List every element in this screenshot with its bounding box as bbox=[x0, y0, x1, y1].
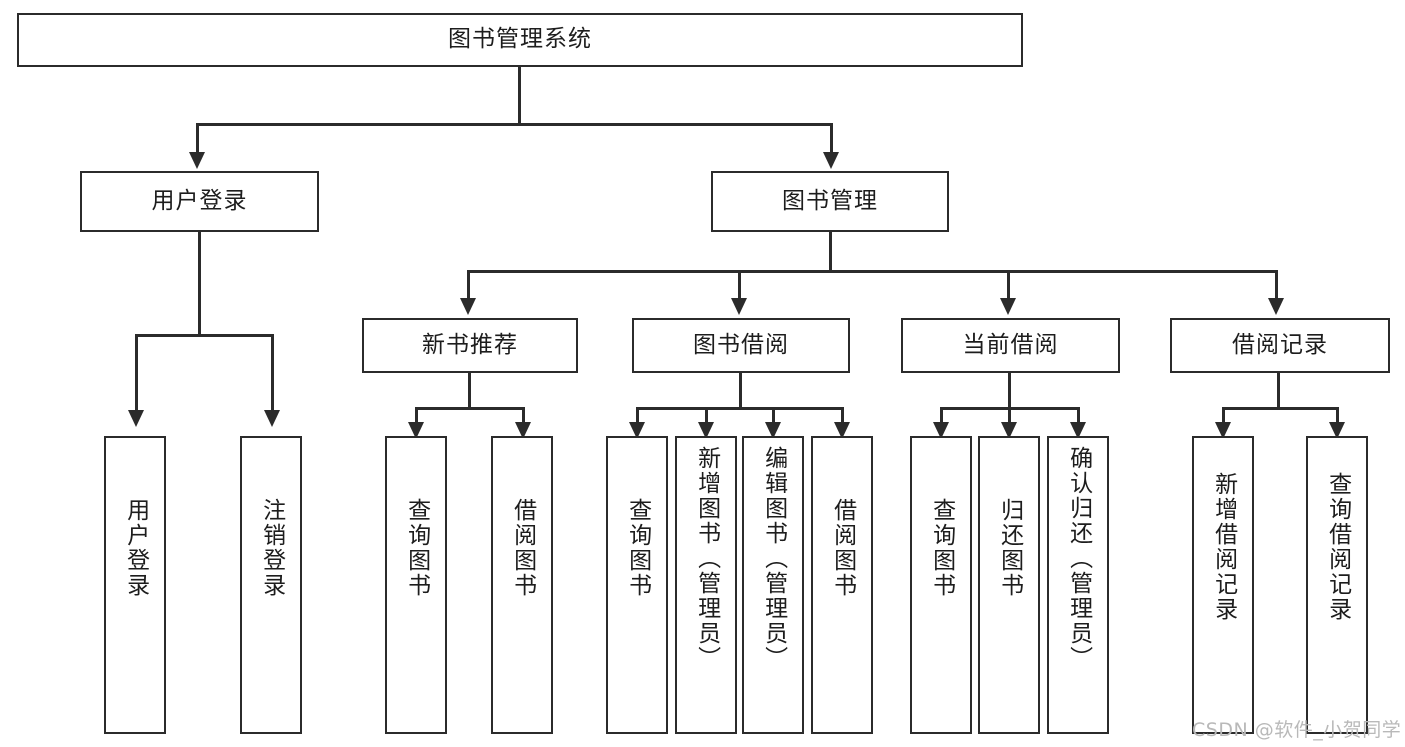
node-label: 当前借阅 bbox=[962, 331, 1059, 358]
connector-root-stem bbox=[518, 67, 521, 123]
node-leaf-borrow-book-1[interactable]: 借阅图书 bbox=[491, 436, 553, 734]
connector-bm-to-new-book bbox=[467, 270, 470, 299]
csdn-watermark: CSDN @软件_小贺同学 bbox=[1192, 719, 1402, 741]
node-label: 借阅记录 bbox=[1232, 331, 1328, 358]
node-leaf-confirm-return[interactable]: 确认归还（管理员） bbox=[1047, 436, 1109, 734]
connector-new-book-stem bbox=[468, 373, 471, 409]
node-leaf-query-record[interactable]: 查询借阅记录 bbox=[1306, 436, 1368, 734]
connector-current-borrow-leaf-2 bbox=[1008, 407, 1011, 425]
node-label: 确认归还（管理员） bbox=[1065, 446, 1092, 671]
connector-book-borrow-leaf-4 bbox=[841, 407, 844, 425]
connector-current-borrow-stem bbox=[1008, 373, 1011, 409]
node-book-management-system[interactable]: 图书管理系统 bbox=[17, 13, 1023, 67]
connector-user-login-to-leaf-2 bbox=[271, 334, 274, 411]
node-borrow-record[interactable]: 借阅记录 bbox=[1170, 318, 1390, 373]
connector-bm-to-borrow-record bbox=[1275, 270, 1278, 299]
node-leaf-user-login[interactable]: 用户登录 bbox=[104, 436, 166, 734]
node-label: 新书推荐 bbox=[422, 331, 518, 358]
connector-current-borrow-leaf-3 bbox=[1077, 407, 1080, 425]
node-leaf-edit-book[interactable]: 编辑图书（管理员） bbox=[742, 436, 804, 734]
node-label: 用户登录 bbox=[151, 187, 248, 214]
connector-root-bus bbox=[196, 123, 833, 126]
node-label: 新增借阅记录 bbox=[1210, 472, 1237, 622]
connector-new-book-leaf-1 bbox=[415, 407, 418, 425]
node-label: 归还图书 bbox=[996, 498, 1023, 598]
connector-bm-to-book-borrow bbox=[738, 270, 741, 299]
node-label: 查询借阅记录 bbox=[1324, 472, 1351, 622]
arrowhead-user-login-leaf-2 bbox=[264, 410, 280, 427]
arrowhead-current-borrow-leaf-1 bbox=[933, 422, 949, 439]
connector-book-borrow-leaf-1 bbox=[636, 407, 639, 425]
node-label: 图书管理 bbox=[782, 187, 878, 214]
connector-user-login-bus bbox=[135, 334, 274, 337]
arrowhead-user-login-leaf-1 bbox=[128, 410, 144, 427]
node-leaf-add-record[interactable]: 新增借阅记录 bbox=[1192, 436, 1254, 734]
node-book-management[interactable]: 图书管理 bbox=[711, 171, 949, 232]
node-leaf-return-book[interactable]: 归还图书 bbox=[978, 436, 1040, 734]
node-label: 借阅图书 bbox=[509, 498, 536, 598]
node-current-borrow[interactable]: 当前借阅 bbox=[901, 318, 1120, 373]
arrowhead-bm-new-book bbox=[460, 298, 476, 315]
node-label: 新增图书（管理员） bbox=[693, 446, 720, 671]
node-label: 图书管理系统 bbox=[448, 26, 592, 53]
node-label: 编辑图书（管理员） bbox=[760, 446, 787, 671]
connector-bm-to-current-borrow bbox=[1007, 270, 1010, 299]
connector-book-borrow-leaf-3 bbox=[772, 407, 775, 425]
node-leaf-borrow-book-2[interactable]: 借阅图书 bbox=[811, 436, 873, 734]
arrowhead-borrow-record-leaf-1 bbox=[1215, 422, 1231, 439]
node-leaf-query-book-3[interactable]: 查询图书 bbox=[910, 436, 972, 734]
arrowhead-borrow-record-leaf-2 bbox=[1329, 422, 1345, 439]
arrowhead-book-borrow-leaf-1 bbox=[629, 422, 645, 439]
node-new-book-recommend[interactable]: 新书推荐 bbox=[362, 318, 578, 373]
node-leaf-user-logout[interactable]: 注销登录 bbox=[240, 436, 302, 734]
connector-borrow-record-leaf-2 bbox=[1336, 407, 1339, 425]
connector-book-borrow-leaf-2 bbox=[705, 407, 708, 425]
node-label: 查询图书 bbox=[624, 498, 651, 598]
connector-book-borrow-bus bbox=[636, 407, 844, 410]
node-leaf-add-book[interactable]: 新增图书（管理员） bbox=[675, 436, 737, 734]
node-label: 用户登录 bbox=[122, 498, 149, 598]
connector-book-borrow-stem bbox=[739, 373, 742, 409]
arrowhead-root-to-book-management bbox=[823, 152, 839, 169]
connector-new-book-leaf-2 bbox=[522, 407, 525, 425]
connector-root-to-user-login bbox=[196, 123, 199, 153]
node-book-borrow[interactable]: 图书借阅 bbox=[632, 318, 850, 373]
connector-book-management-bus bbox=[467, 270, 1278, 273]
connector-current-borrow-leaf-1 bbox=[940, 407, 943, 425]
connector-borrow-record-leaf-1 bbox=[1222, 407, 1225, 425]
arrowhead-current-borrow-leaf-2 bbox=[1001, 422, 1017, 439]
arrowhead-new-book-leaf-2 bbox=[515, 422, 531, 439]
arrowhead-new-book-leaf-1 bbox=[408, 422, 424, 439]
arrowhead-book-borrow-leaf-3 bbox=[765, 422, 781, 439]
node-label: 注销登录 bbox=[258, 498, 285, 598]
arrowhead-current-borrow-leaf-3 bbox=[1070, 422, 1086, 439]
node-leaf-query-book-2[interactable]: 查询图书 bbox=[606, 436, 668, 734]
node-leaf-query-book-1[interactable]: 查询图书 bbox=[385, 436, 447, 734]
node-label: 借阅图书 bbox=[829, 498, 856, 598]
arrowhead-bm-current-borrow bbox=[1000, 298, 1016, 315]
arrowhead-root-to-user-login bbox=[189, 152, 205, 169]
arrowhead-bm-book-borrow bbox=[731, 298, 747, 315]
connector-root-to-book-management bbox=[830, 123, 833, 153]
arrowhead-book-borrow-leaf-4 bbox=[834, 422, 850, 439]
node-user-login[interactable]: 用户登录 bbox=[80, 171, 319, 232]
node-label: 查询图书 bbox=[928, 498, 955, 598]
connector-new-book-bus bbox=[415, 407, 525, 410]
arrowhead-bm-borrow-record bbox=[1268, 298, 1284, 315]
node-label: 图书借阅 bbox=[693, 331, 789, 358]
node-label: 查询图书 bbox=[403, 498, 430, 598]
connector-borrow-record-bus bbox=[1222, 407, 1339, 410]
connector-user-login-stem bbox=[198, 232, 201, 336]
connector-book-management-stem bbox=[829, 232, 832, 272]
connector-user-login-to-leaf-1 bbox=[135, 334, 138, 411]
arrowhead-book-borrow-leaf-2 bbox=[698, 422, 714, 439]
connector-borrow-record-stem bbox=[1277, 373, 1280, 409]
